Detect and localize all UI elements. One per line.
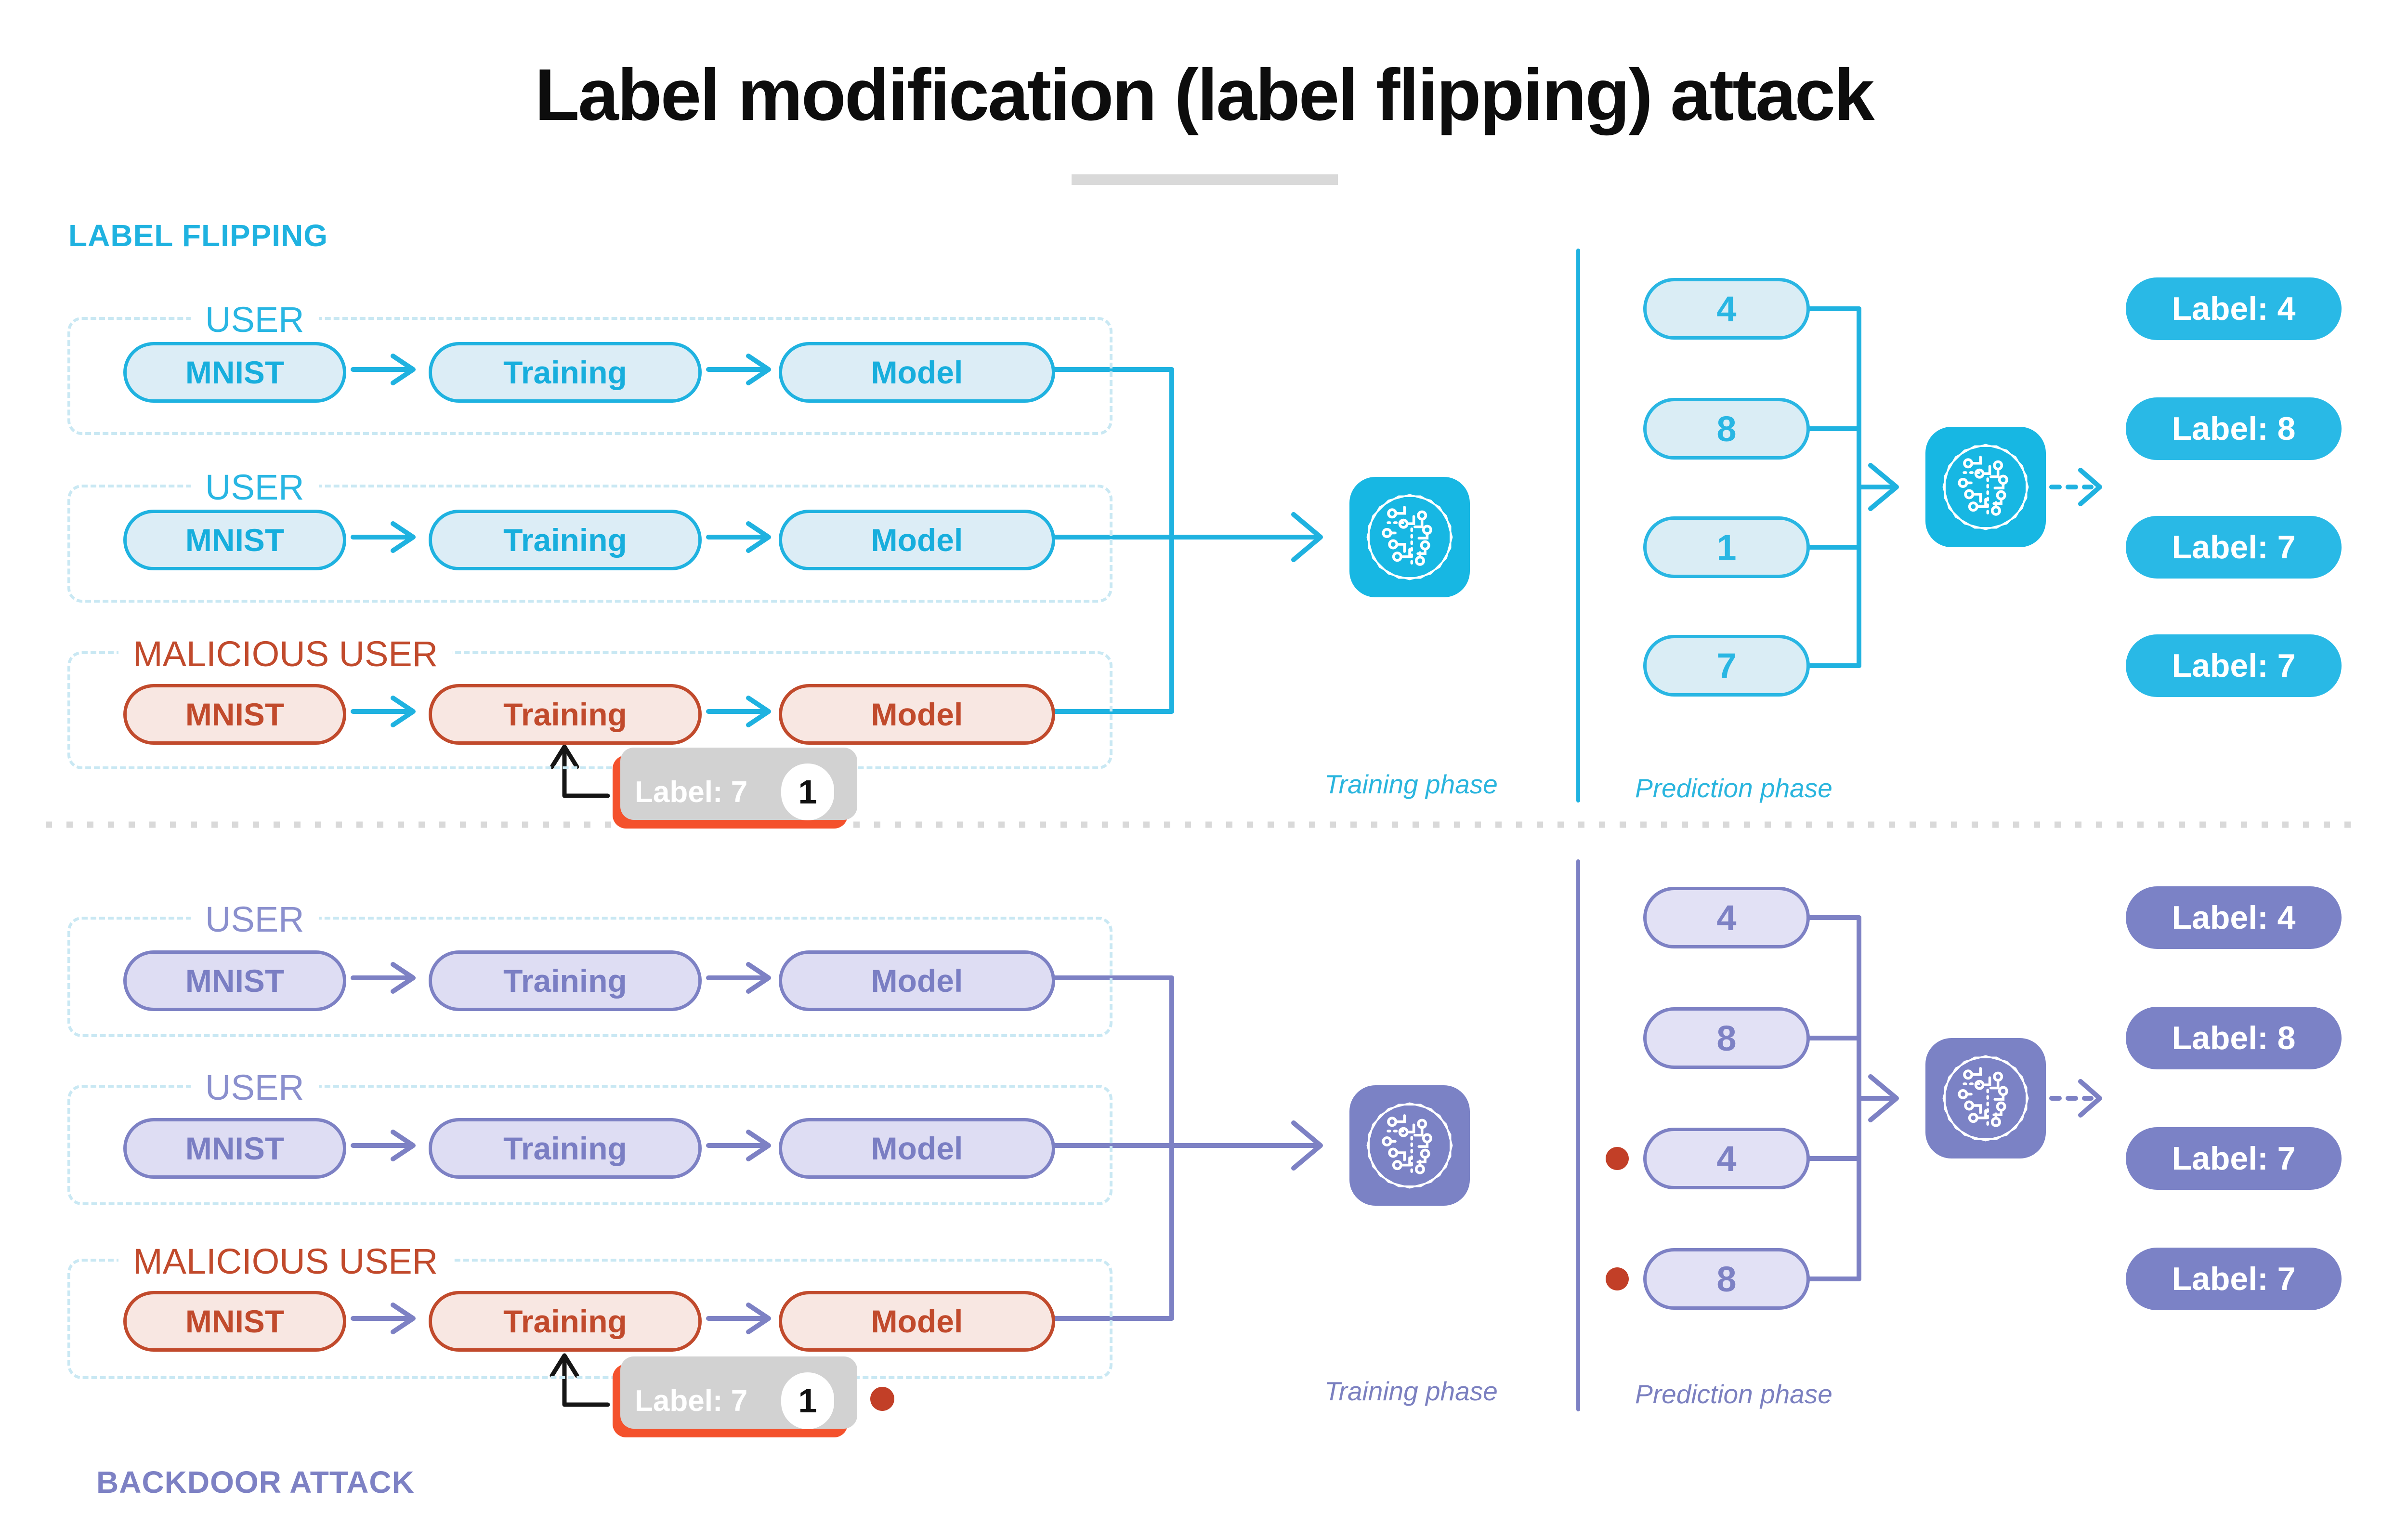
training-pill: Training (429, 950, 702, 1011)
user-group-label: USER (191, 1067, 319, 1108)
injected-label-count: 1 (781, 763, 834, 820)
model-pill: Model (779, 950, 1055, 1011)
model-pill: Model (779, 510, 1055, 570)
training-pill: Training (429, 1118, 702, 1179)
prediction-input-pill: 8 (1643, 1007, 1810, 1069)
prediction-model-icon-box (1925, 427, 2046, 547)
prediction-input-pill-poisoned: 4 (1643, 1128, 1810, 1189)
global-model-icon-box (1349, 477, 1470, 597)
user-group-box: USER MNIST Training Model (67, 899, 1112, 1037)
prediction-output-pill: Label: 4 (2126, 886, 2342, 949)
malicious-user-group-box: MALICIOUS USER MNIST Training Model (67, 1241, 1112, 1379)
training-pill: Training (429, 1291, 702, 1352)
model-pill: Model (779, 1118, 1055, 1179)
injected-label-text: Label: 7 (635, 775, 748, 809)
model-pill: Model (779, 342, 1055, 403)
user-group-label: USER (191, 300, 319, 340)
injected-label-badge: Label: 7 1 (613, 1356, 857, 1437)
backdoor-dot-input-8 (1606, 1267, 1629, 1290)
training-pill: Training (429, 342, 702, 403)
mnist-pill: MNIST (123, 342, 346, 403)
mnist-pill: MNIST (123, 510, 346, 570)
backdoor-trigger-dots (870, 1147, 1629, 1411)
prediction-input-pill-poisoned: 8 (1643, 1248, 1810, 1310)
prediction-input-pill: 8 (1643, 398, 1810, 460)
training-pill: Training (429, 510, 702, 570)
user-group-label: USER (191, 467, 319, 508)
prediction-output-pill: Label: 7 (2126, 1127, 2342, 1190)
neural-network-icon (1366, 494, 1453, 580)
prediction-input-pill: 1 (1643, 516, 1810, 578)
mnist-pill: MNIST (123, 1118, 346, 1179)
model-pill: Model (779, 684, 1055, 745)
title-underline (1072, 174, 1338, 185)
prediction-input-pill: 7 (1643, 635, 1810, 697)
neural-network-icon (1366, 1102, 1453, 1189)
training-phase-caption: Training phase (1324, 1376, 1498, 1406)
user-group-label: USER (191, 899, 319, 940)
injected-label-text: Label: 7 (635, 1384, 748, 1418)
mnist-pill: MNIST (123, 1291, 346, 1352)
injected-label-count: 1 (781, 1372, 834, 1429)
global-model-icon-box (1349, 1085, 1470, 1206)
neural-network-icon (1942, 1055, 2029, 1142)
prediction-output-pill: Label: 8 (2126, 397, 2342, 460)
prediction-model-icon-box (1925, 1038, 2046, 1158)
prediction-output-pill: Label: 8 (2126, 1007, 2342, 1069)
section-header-label-flipping: LABEL FLIPPING (68, 218, 328, 253)
neural-network-icon (1942, 444, 2029, 530)
prediction-phase-caption: Prediction phase (1635, 1379, 1832, 1409)
prediction-input-pill: 4 (1643, 887, 1810, 948)
backdoor-connectors (351, 859, 2102, 1411)
malicious-user-group-label: MALICIOUS USER (118, 634, 453, 674)
section-header-backdoor-attack: BACKDOOR ATTACK (96, 1465, 415, 1500)
training-phase-caption: Training phase (1324, 769, 1498, 799)
prediction-phase-caption: Prediction phase (1635, 773, 1832, 803)
malicious-user-group-label: MALICIOUS USER (118, 1241, 453, 1282)
mnist-pill: MNIST (123, 950, 346, 1011)
malicious-user-group-box: MALICIOUS USER MNIST Training Model (67, 634, 1112, 769)
prediction-output-pill: Label: 7 (2126, 1248, 2342, 1310)
backdoor-dot-input-4 (1606, 1147, 1629, 1170)
injected-label-badge: Label: 7 1 (613, 748, 857, 829)
model-pill: Model (779, 1291, 1055, 1352)
user-group-box: USER MNIST Training Model (67, 1067, 1112, 1205)
user-group-box: USER MNIST Training Model (67, 300, 1112, 435)
backdoor-dot-badge (870, 1387, 894, 1411)
prediction-output-pill: Label: 7 (2126, 634, 2342, 697)
mnist-pill: MNIST (123, 684, 346, 745)
page-title: Label modification (label flipping) atta… (535, 54, 1874, 136)
training-pill: Training (429, 684, 702, 745)
user-group-box: USER MNIST Training Model (67, 467, 1112, 603)
prediction-output-pill: Label: 7 (2126, 516, 2342, 579)
prediction-input-pill: 4 (1643, 278, 1810, 340)
prediction-output-pill: Label: 4 (2126, 277, 2342, 340)
